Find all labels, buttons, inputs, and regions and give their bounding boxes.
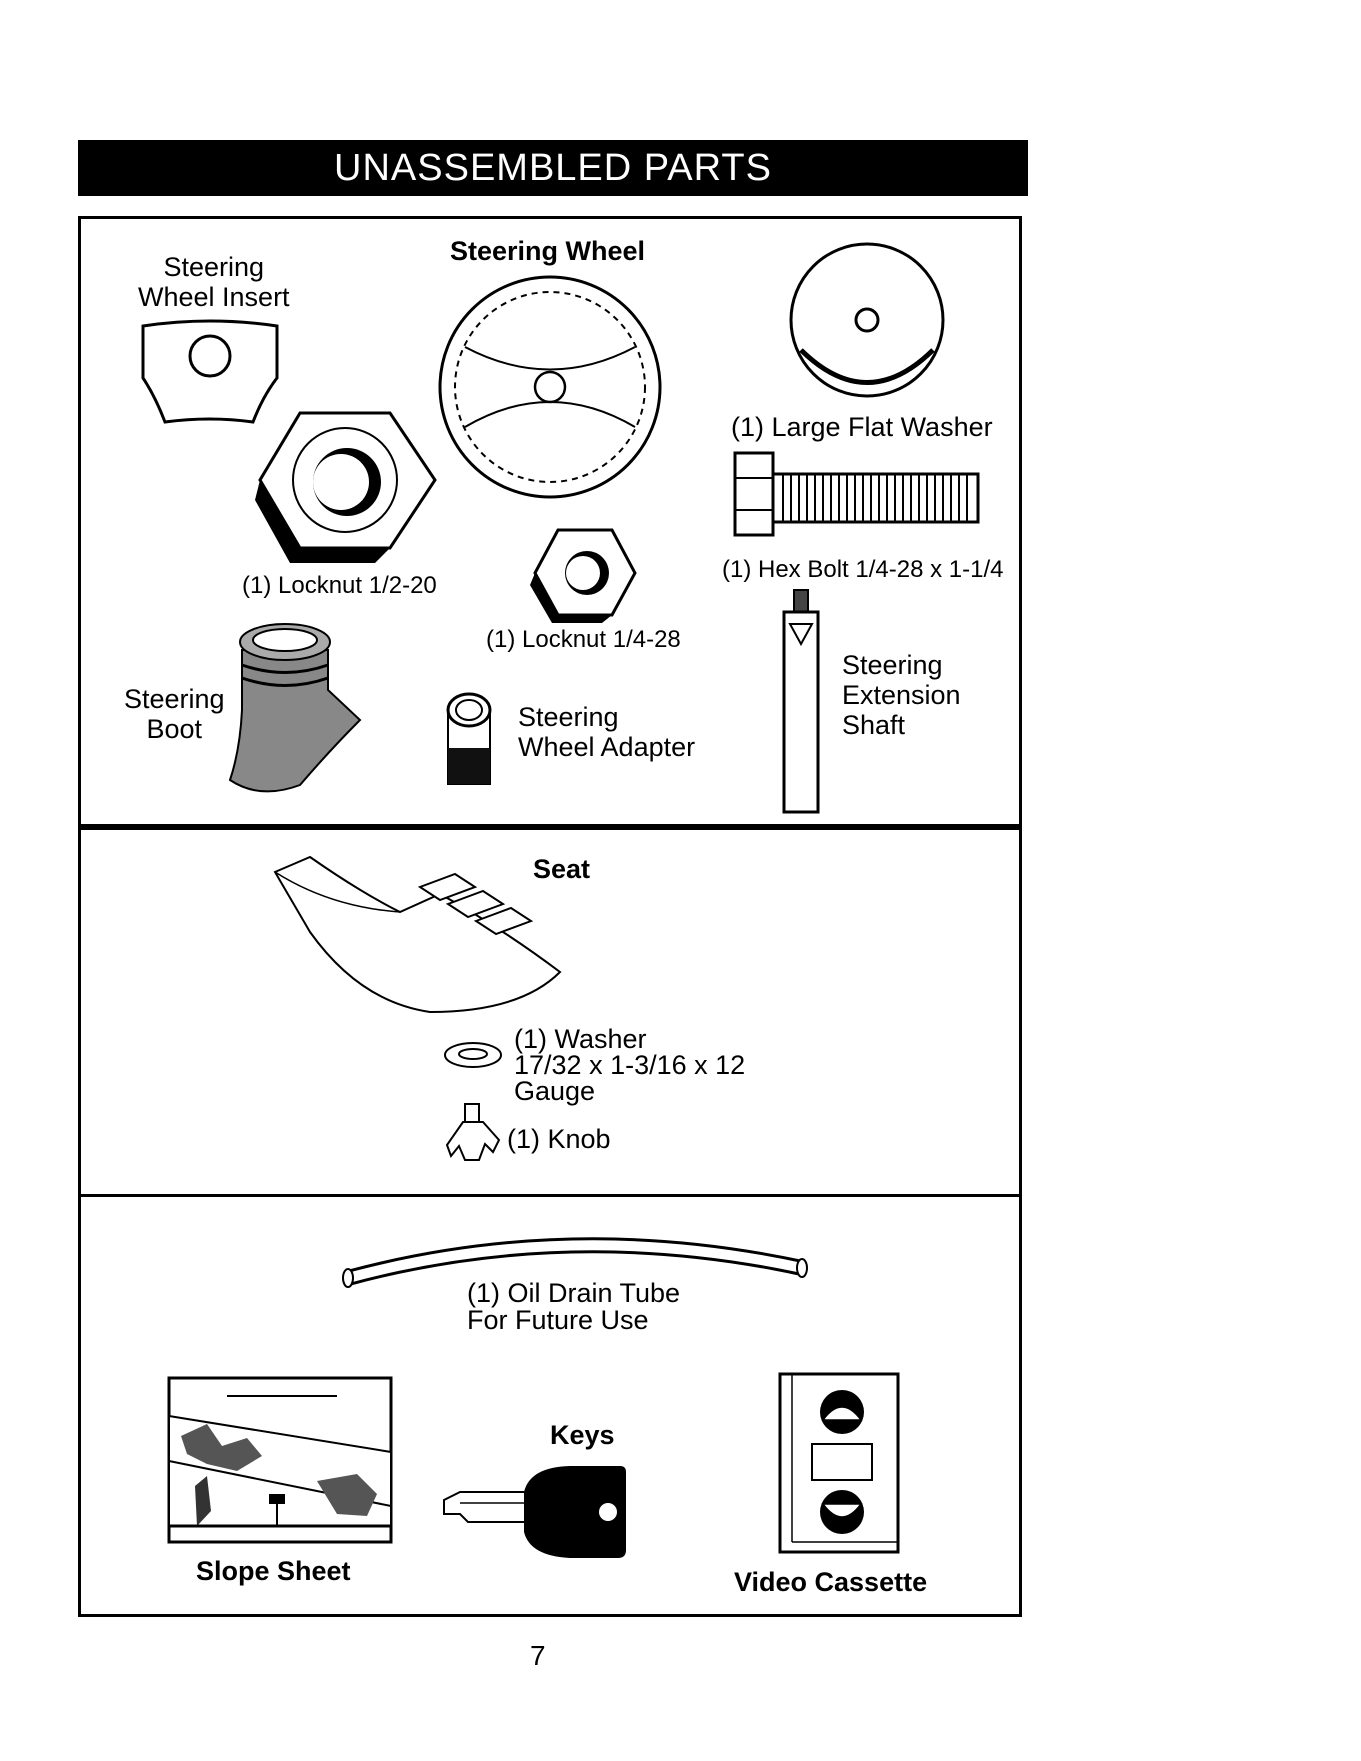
oil-drain-tube-label: (1) Oil Drain Tube For Future Use [467,1278,681,1335]
misc-parts-panel [78,1194,1022,1617]
locknut-quarter-inch-label: (1) Locknut 1/4-28 [486,626,681,653]
steering-wheel-label: Steering Wheel [450,236,646,266]
key-icon [443,1466,626,1558]
panel-divider-2 [78,1194,1022,1197]
seat-label: Seat [533,854,591,884]
washer-icon [444,1042,502,1068]
locknut-half-inch-icon [255,411,437,563]
steering-parts-panel [78,216,1022,830]
steering-boot-label: Steering Boot [124,684,225,744]
steering-extension-shaft-icon [782,589,820,814]
steering-boot-icon [228,623,362,793]
hex-bolt-icon [733,451,980,537]
oil-drain-tube-icon [342,1237,808,1288]
locknut-quarter-inch-icon [530,528,637,623]
panel-divider-1 [78,824,1022,827]
slope-sheet-label: Slope Sheet [196,1556,351,1586]
steering-wheel-icon [438,275,662,499]
large-flat-washer-icon [789,242,945,398]
locknut-half-inch-label: (1) Locknut 1/2-20 [242,572,437,599]
knob-icon [445,1103,501,1161]
video-cassette-label: Video Cassette [734,1567,928,1597]
slope-sheet-icon [167,1376,393,1544]
washer-label: (1) Washer 17/32 x 1-3/16 x 12 Gauge [514,1024,746,1106]
seat-icon [273,855,562,1014]
steering-wheel-insert-icon [141,319,279,424]
video-cassette-icon [778,1372,900,1554]
hex-bolt-label: (1) Hex Bolt 1/4-28 x 1-1/4 [722,556,1004,583]
steering-wheel-insert-label: Steering Wheel Insert [138,252,290,312]
knob-label: (1) Knob [507,1124,611,1154]
steering-extension-shaft-label: Steering Extension Shaft [842,650,961,740]
large-flat-washer-label: (1) Large Flat Washer [731,412,993,442]
steering-wheel-adapter-label: Steering Wheel Adapter [518,702,696,762]
section-title-banner: UNASSEMBLED PARTS [78,140,1028,196]
keys-label: Keys [550,1420,615,1450]
steering-wheel-adapter-icon [446,692,492,785]
page-number: 7 [530,1640,546,1671]
